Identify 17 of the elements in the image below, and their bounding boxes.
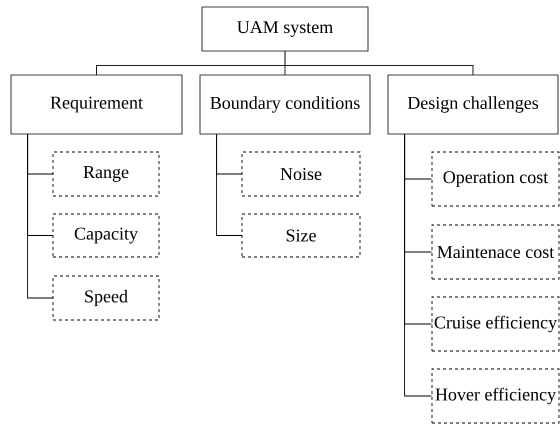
item-box: Range bbox=[52, 152, 160, 196]
connector-line bbox=[27, 134, 53, 298]
category-box: Boundary conditions bbox=[200, 74, 370, 134]
connector-line bbox=[404, 134, 432, 396]
item-box: Hover efficiency bbox=[432, 368, 560, 424]
connector-line bbox=[284, 50, 474, 76]
category-box: Requirement bbox=[10, 74, 182, 134]
item-box: Speed bbox=[52, 276, 160, 320]
item-box: Maintenace cost bbox=[432, 224, 560, 280]
item-box: Capacity bbox=[52, 214, 160, 258]
item-box: Size bbox=[242, 214, 360, 258]
category-box: Design challenges bbox=[388, 74, 558, 134]
root-box: UAM system bbox=[202, 6, 368, 52]
item-box: Operation cost bbox=[432, 152, 560, 206]
connector-line bbox=[216, 134, 242, 236]
item-box: Noise bbox=[242, 152, 360, 196]
item-box: Cruise efficiency bbox=[432, 296, 560, 352]
